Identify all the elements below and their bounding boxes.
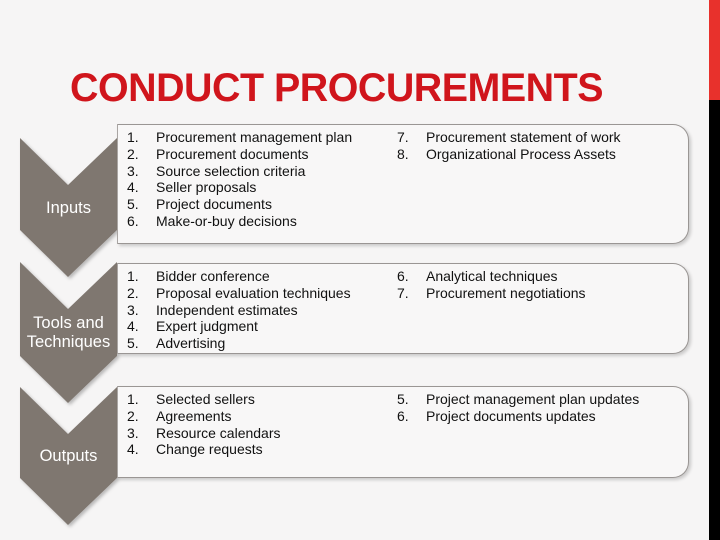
item-number: 7.: [397, 284, 409, 301]
inputs-box: 1. Procurement management plan 2. Procurem…: [117, 124, 689, 244]
label-line: Outputs: [39, 447, 98, 465]
item-number: 6.: [397, 407, 409, 424]
item-text: Project documents updates: [426, 407, 596, 424]
item-number: 1.: [127, 391, 139, 407]
section-label-inputs: Inputs: [20, 199, 117, 218]
item-text: Procurement statement of work: [426, 129, 621, 145]
item-text: Change requests: [156, 441, 263, 458]
item-text: Procurement documents: [156, 145, 309, 162]
tools-techniques-box: 1. Bidder conference 2. Proposal evaluatio…: [117, 263, 689, 354]
item-number: 6.: [397, 268, 409, 284]
item-number: 6.: [127, 212, 139, 229]
label-line: Tools and: [33, 314, 104, 332]
item-text: Make-or-buy decisions: [156, 212, 297, 229]
item-number: 2.: [127, 284, 139, 301]
slide-title: CONDUCT PROCUREMENTS: [70, 66, 604, 110]
item-number: 5.: [127, 196, 139, 213]
item-text: Selected sellers: [156, 391, 255, 407]
outputs-box: 1. Selected sellers 2. Agreements 3. Resour…: [117, 386, 689, 478]
item-number: 8.: [397, 145, 409, 162]
item-text: Seller proposals: [156, 179, 257, 196]
chevron-arrow-outputs: [20, 387, 117, 525]
item-number: 1.: [127, 129, 139, 145]
label-line: Techniques: [26, 333, 111, 351]
item-number: 4.: [127, 318, 139, 335]
item-number: 4.: [127, 441, 139, 458]
chevron-arrow-tools: [20, 262, 117, 403]
item-text: Expert judgment: [156, 318, 258, 335]
item-number: 3.: [127, 162, 139, 179]
item-number: 2.: [127, 145, 139, 162]
item-text: Project documents: [156, 196, 272, 213]
accent-bar-black: [709, 100, 720, 540]
section-label-outputs: Outputs: [20, 447, 117, 466]
item-number: 1.: [127, 268, 139, 284]
item-number: 2.: [127, 407, 139, 424]
item-text: Proposal evaluation techniques: [156, 284, 351, 301]
item-number: 7.: [397, 129, 409, 145]
item-number: 5.: [127, 335, 139, 352]
item-text: Resource calendars: [156, 424, 281, 441]
item-number: 4.: [127, 179, 139, 196]
item-text: Independent estimates: [156, 301, 298, 318]
item-text: Source selection criteria: [156, 162, 306, 179]
item-text: Agreements: [156, 407, 232, 424]
item-text: Bidder conference: [156, 268, 270, 284]
chevron-arrow-inputs: [20, 138, 117, 277]
item-text: Advertising: [156, 335, 226, 352]
item-number: 5.: [397, 391, 409, 407]
item-text: Analytical techniques: [426, 268, 558, 284]
label-line: Inputs: [46, 199, 91, 217]
item-text: Project management plan updates: [426, 391, 640, 407]
item-text: Procurement management plan: [156, 129, 353, 145]
accent-bar-red: [709, 0, 720, 100]
item-text: Procurement negotiations: [426, 284, 586, 301]
item-text: Organizational Process Assets: [426, 145, 616, 162]
item-number: 3.: [127, 301, 139, 318]
item-number: 3.: [127, 424, 139, 441]
section-label-tools: Tools and Techniques: [20, 314, 117, 352]
